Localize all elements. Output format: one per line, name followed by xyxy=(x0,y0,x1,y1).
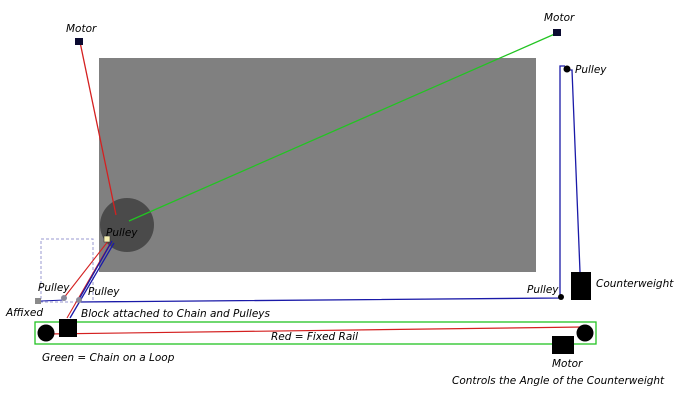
pulley-disc xyxy=(100,198,154,252)
blue-cable-affixed xyxy=(40,299,66,302)
red-cable-block-1 xyxy=(62,239,110,300)
chain-block xyxy=(59,319,77,337)
label-motor-bottom-desc: Controls the Angle of the Counterweight xyxy=(452,375,665,387)
label-block: Block attached to Chain and Pulleys xyxy=(81,308,271,320)
pulley-dot-bottom-right xyxy=(558,294,564,300)
label-green-chain: Green = Chain on a Loop xyxy=(42,352,175,364)
dashed-box xyxy=(40,238,94,303)
affixed-point xyxy=(35,298,41,304)
red-cable-motor xyxy=(79,41,117,216)
label-motor-top-left: Motor xyxy=(66,23,97,35)
chain-wheel-right xyxy=(576,324,594,342)
label-pulley-bottom-right: Pulley xyxy=(527,284,559,296)
label-red-rail: Red = Fixed Rail xyxy=(271,331,358,343)
label-motor-bottom: Motor xyxy=(552,358,583,370)
blue-cable-1 xyxy=(77,240,113,302)
green-chain-loop xyxy=(34,321,597,345)
label-pulley-top-right: Pulley xyxy=(575,64,607,76)
pulley-attach-marker xyxy=(103,235,111,243)
blue-cable-main xyxy=(77,65,565,303)
label-pulley-circle: Pulley xyxy=(106,227,138,239)
motor-top-left-icon xyxy=(75,38,83,45)
red-fixed-rail xyxy=(46,326,584,335)
blue-cable-2 xyxy=(69,242,115,319)
label-affixed: Affixed xyxy=(5,307,43,319)
pulley-dot-left-2 xyxy=(76,297,82,303)
pulley-dot-left-1 xyxy=(61,295,67,301)
gray-panel xyxy=(99,58,536,272)
blue-cable-return xyxy=(567,69,581,273)
label-pulley-left-1: Pulley xyxy=(38,282,70,294)
motor-top-right-icon xyxy=(553,29,561,36)
pulley-dot-top-right xyxy=(563,65,571,73)
chain-wheel-left xyxy=(37,324,55,342)
green-cable-motor xyxy=(128,32,558,222)
label-motor-top-right: Motor xyxy=(544,12,575,24)
motor-bottom-icon xyxy=(552,336,574,354)
label-counterweight: Counterweight xyxy=(596,278,674,290)
label-pulley-left-2: Pulley xyxy=(88,286,120,298)
counterweight-block xyxy=(571,272,591,300)
